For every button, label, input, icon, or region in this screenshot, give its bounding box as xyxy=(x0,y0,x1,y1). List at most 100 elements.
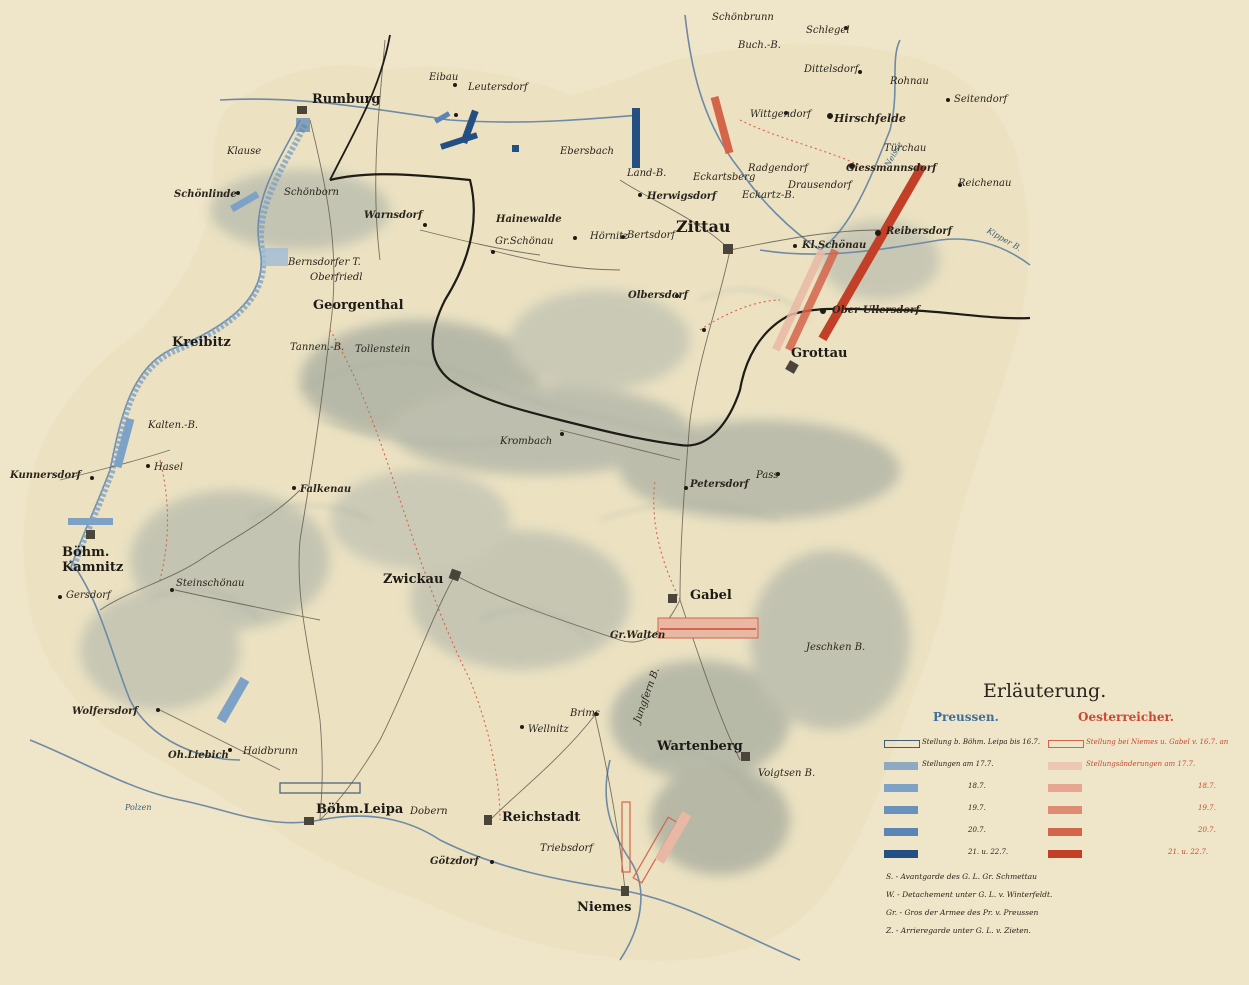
town-dots xyxy=(58,26,962,864)
legend-row: 18.7. 18.7. xyxy=(878,782,1243,796)
town-label: Götzdorf xyxy=(430,856,479,867)
legend-prussia-header: Preussen. xyxy=(933,710,999,724)
town-label: Schönlinde xyxy=(174,189,237,200)
town-label: Eibau xyxy=(429,72,459,83)
town-label: Schönbrunn xyxy=(712,12,774,23)
legend-row: Stellung b. Böhm. Leipa bis 16.7. Stellu… xyxy=(878,738,1243,752)
town-label: Eckartsberg xyxy=(693,172,756,183)
legend-text: Stellungen am 17.7. xyxy=(922,760,994,768)
town-label: Hainewalde xyxy=(496,214,562,225)
town-label: Krombach xyxy=(500,436,553,447)
legend-row: 19.7. 19.7. xyxy=(878,804,1243,818)
legend-text: 19.7. xyxy=(1198,804,1216,812)
city-gabel: Gabel xyxy=(690,588,732,603)
river-label-polzen: Polzen xyxy=(125,803,152,812)
town-label: Ebersbach xyxy=(560,146,614,157)
city-zittau: Zittau xyxy=(676,217,731,236)
legend-text: Stellung bei Niemes u. Gabel v. 16.7. an xyxy=(1086,738,1229,746)
legend-swatch-austria xyxy=(1048,806,1082,814)
city-bohm-leipa: Böhm.Leipa xyxy=(316,802,404,817)
city-rumburg: Rumburg xyxy=(312,92,381,107)
city-georgenthal: Georgenthal xyxy=(313,298,404,313)
city-reichstadt: Reichstadt xyxy=(502,810,581,825)
terrain-shading xyxy=(80,170,940,875)
town-label: Falkenau xyxy=(300,484,352,495)
town-label: Petersdorf xyxy=(690,479,749,490)
legend-swatch-austria xyxy=(1048,784,1082,792)
town-label: Wittgendorf xyxy=(750,109,812,120)
legend-row: 20.7. 20.7. xyxy=(878,826,1243,840)
city-grottau: Grottau xyxy=(791,346,848,361)
town-label: Leutersdorf xyxy=(468,82,528,93)
legend-text: 19.7. xyxy=(968,804,986,812)
town-label: Bertsdorf xyxy=(627,230,676,241)
town-label: Brims xyxy=(570,708,600,719)
town-label: Türchau xyxy=(884,143,927,154)
town-label: Hörnitz xyxy=(590,231,629,242)
legend-text: 18.7. xyxy=(1198,782,1216,790)
town-label: Triebsdorf xyxy=(540,843,594,854)
prussian-march-band xyxy=(69,123,308,573)
town-label: Wolfersdorf xyxy=(72,706,138,717)
town-label: Herwigsdorf xyxy=(647,191,717,202)
city-niemes: Niemes xyxy=(577,900,632,915)
legend-swatch-prussia xyxy=(884,740,920,748)
city-markers xyxy=(86,106,799,896)
town-label: Wellnitz xyxy=(528,724,569,735)
legend-note: Z. - Arrieregarde unter G. L. v. Zieten. xyxy=(886,926,1031,935)
town-label: Rohnau xyxy=(890,76,929,87)
town-label: Warnsdorf xyxy=(364,210,423,221)
town-label: Haidbrunn xyxy=(243,746,298,757)
map-legend: Erläuterung. Preussen. Oesterreicher. St… xyxy=(878,680,1243,940)
town-label: Buch.-B. xyxy=(738,40,781,51)
legend-text: 18.7. xyxy=(968,782,986,790)
legend-swatch-prussia xyxy=(884,828,918,836)
town-label: Olbersdorf xyxy=(628,290,688,301)
town-label: Hirschfelde xyxy=(834,112,906,125)
town-label: Reichenau xyxy=(958,178,1012,189)
town-label: Gr.Schönau xyxy=(495,236,554,247)
town-label: Pass xyxy=(756,470,779,481)
legend-swatch-prussia xyxy=(884,850,918,858)
town-label: Oh.Liebich xyxy=(168,750,229,761)
town-label: Bernsdorfer T. xyxy=(288,257,361,268)
legend-row: Stellungen am 17.7. Stellungsänderungen … xyxy=(878,760,1243,774)
town-label: Kl.Schönau xyxy=(802,240,867,251)
town-label: Jeschken B. xyxy=(806,642,866,653)
legend-text: 21. u. 22.7. xyxy=(1168,848,1209,856)
town-label: Drausendorf xyxy=(788,180,852,191)
town-label: Radgendorf xyxy=(748,163,808,174)
austrian-positions xyxy=(621,95,927,884)
terrain-ridges xyxy=(149,289,811,801)
legend-swatch-austria xyxy=(1048,850,1082,858)
town-label: Giessmannsdorf xyxy=(846,163,937,174)
legend-text: Stellung b. Böhm. Leipa bis 16.7. xyxy=(922,738,1041,746)
town-label: Ober Ullersdorf xyxy=(832,305,920,316)
town-label: Klause xyxy=(227,146,262,157)
legend-swatch-austria xyxy=(1048,828,1082,836)
town-label: Schönborn xyxy=(284,187,339,198)
town-label: Land-B. xyxy=(627,168,667,179)
legend-text: 20.7. xyxy=(1198,826,1216,834)
legend-swatch-prussia xyxy=(884,806,918,814)
town-label: Tollenstein xyxy=(355,344,411,355)
prussian-positions xyxy=(68,108,640,794)
town-label: Tannen.-B. xyxy=(290,342,345,353)
town-label: Eckartz-B. xyxy=(742,190,795,201)
legend-swatch-prussia xyxy=(884,762,918,770)
legend-note: S. - Avantgarde des G. L. Gr. Schmettau xyxy=(886,872,1037,881)
legend-note: W. - Detachement unter G. L. v. Winterfe… xyxy=(886,890,1053,899)
city-bohm-kamnitz: Böhm. Kamnitz xyxy=(62,545,124,575)
town-label: Dittelsdorf xyxy=(804,64,859,75)
town-label: Dobern xyxy=(410,806,448,817)
town-label: Reibersdorf xyxy=(886,226,952,237)
town-label: Kalten.-B. xyxy=(148,420,199,431)
austrian-march-route xyxy=(159,119,871,821)
legend-title: Erläuterung. xyxy=(983,680,1107,702)
legend-text: 21. u. 22.7. xyxy=(968,848,1009,856)
town-label: Voigtsen B. xyxy=(758,768,816,779)
main-road xyxy=(329,34,391,181)
town-label: Seitendorf xyxy=(954,94,1008,105)
